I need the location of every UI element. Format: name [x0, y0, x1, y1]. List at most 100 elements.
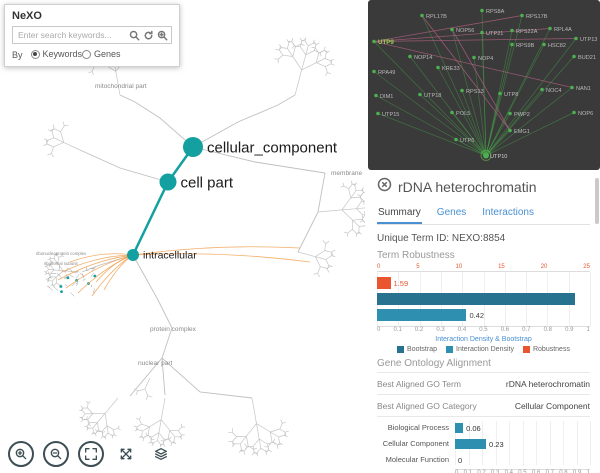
axis-tick: 0.6: [500, 327, 510, 333]
legend-item: Interaction Density: [446, 346, 514, 353]
tree-node-cellular-component[interactable]: [183, 137, 203, 157]
radio-keywords[interactable]: Keywords: [30, 49, 82, 59]
gene-node-RPL17B[interactable]: [420, 13, 424, 18]
axis-tick: 20: [540, 264, 548, 270]
gene-label: PWP2: [514, 112, 530, 118]
gene-node-DIM1[interactable]: [374, 93, 378, 98]
tree-node-cell-part[interactable]: [159, 173, 177, 191]
gene-node-NOP4[interactable]: [472, 55, 476, 60]
zoom-to-result-icon[interactable]: [157, 30, 168, 41]
tree-term-label: membrane: [331, 170, 362, 177]
gene-label: UTP10: [490, 154, 507, 160]
axis-tick: 0: [455, 470, 459, 473]
legend-swatch: [397, 346, 405, 353]
axis-tick: 0.2: [414, 327, 424, 333]
gene-label: EMG1: [514, 129, 530, 135]
gene-node-UTP10[interactable]: [483, 152, 489, 159]
fit-selected-button[interactable]: [113, 441, 139, 467]
bar-robustness[interactable]: [377, 277, 391, 289]
zoom-out-icon: [50, 448, 62, 460]
axis-tick: 0.1: [393, 327, 402, 333]
gene-label: NOP6: [578, 111, 593, 117]
axis-tick: 0.6: [531, 470, 541, 473]
chart-xlabel: Interaction Density & Bootstrap: [435, 336, 532, 343]
search-input[interactable]: [16, 29, 126, 41]
gene-node-NOP14[interactable]: [408, 54, 412, 59]
tab-genes[interactable]: Genes: [436, 207, 467, 218]
search-box[interactable]: [12, 26, 172, 44]
term-title: rDNA heterochromatin: [398, 179, 537, 195]
gene-node-PWP2[interactable]: [508, 111, 512, 116]
gene-node-KRE33[interactable]: [436, 65, 440, 70]
gene-node-RPS22A[interactable]: [510, 28, 514, 33]
app-title: NeXO: [12, 10, 42, 22]
bar-biological-process[interactable]: [455, 422, 464, 433]
gene-node-RPS8A[interactable]: [480, 8, 484, 13]
axis-tick: 0.2: [477, 470, 486, 473]
gene-node-RPL4A[interactable]: [548, 26, 552, 31]
tree-term-label: mitochondrial part: [95, 83, 147, 90]
axis-tick: 0.9: [572, 470, 582, 473]
category-label: Biological Process: [387, 423, 449, 432]
tab-interactions[interactable]: Interactions: [482, 207, 534, 218]
go-category-row: Best Aligned GO Category Cellular Compon…: [377, 394, 590, 416]
gene-node-NOP56[interactable]: [450, 27, 454, 32]
gene-label: UTP8: [504, 92, 518, 98]
reset-icon[interactable]: [143, 30, 154, 41]
zoom-out-button[interactable]: [43, 441, 69, 467]
gene-label: HSC82: [548, 43, 566, 49]
gene-node-BUD21[interactable]: [572, 54, 576, 59]
gene-node-UTP6[interactable]: [454, 137, 458, 142]
gene-node-NAN1[interactable]: [570, 85, 574, 90]
gene-label: RPS13: [466, 89, 484, 95]
section-go-alignment: Gene Ontology Alignment: [377, 358, 491, 369]
bar-value-label: 0.06: [466, 423, 481, 433]
gene-node-UTP21[interactable]: [480, 30, 484, 35]
scrollbar[interactable]: [595, 178, 599, 224]
tree-node-intracellular[interactable]: [127, 249, 139, 261]
gene-node-RPS17B[interactable]: [520, 13, 524, 18]
radio-icon[interactable]: [82, 49, 92, 59]
term-details-header: rDNA heterochromatin: [377, 177, 590, 197]
fit-to-screen-button[interactable]: [78, 441, 104, 467]
bar-cellular-component[interactable]: [455, 438, 487, 449]
gene-node-HSC82[interactable]: [542, 42, 546, 47]
radio-genes[interactable]: Genes: [82, 49, 121, 59]
zoom-in-button[interactable]: [8, 441, 34, 467]
axis-tick: 10: [455, 264, 463, 270]
gene-node-RPA49[interactable]: [372, 69, 376, 74]
axis-tick: 0.5: [518, 470, 527, 473]
gene-node-UTP9[interactable]: [372, 39, 376, 44]
gene-node-RPS13[interactable]: [460, 88, 464, 93]
tab-summary[interactable]: Summary: [377, 204, 422, 224]
gene-label: NOP56: [456, 28, 474, 34]
search-icon[interactable]: [129, 30, 140, 41]
gene-node-UTP18[interactable]: [418, 92, 422, 97]
gene-label: RPL17B: [426, 14, 447, 20]
bar-interaction-density[interactable]: [377, 309, 467, 321]
gene-node-UTP8[interactable]: [498, 91, 502, 96]
layers-button[interactable]: [148, 441, 174, 467]
gene-node-RPS9B[interactable]: [510, 42, 514, 47]
zoom-in-icon: [15, 448, 27, 460]
axis-tick: 0.4: [457, 327, 467, 333]
bar-bootstrap[interactable]: [377, 293, 576, 305]
gene-node-UTP13[interactable]: [574, 36, 578, 41]
radio-icon[interactable]: [30, 49, 40, 59]
gene-node-NOP6[interactable]: [572, 110, 576, 115]
bar-row-robustness: 1.59: [377, 277, 590, 289]
gene-node-EMG1[interactable]: [508, 128, 512, 133]
axis-tick: 1: [586, 470, 590, 473]
gene-label: RPS22A: [516, 29, 538, 35]
gene-node-NOC4[interactable]: [540, 87, 544, 92]
axis-tick: 0.8: [559, 470, 568, 473]
gene-node-UTP15[interactable]: [376, 111, 380, 116]
axis-tick: 0.5: [479, 327, 488, 333]
close-icon[interactable]: [377, 177, 392, 197]
gene-node-POL5[interactable]: [450, 110, 454, 115]
